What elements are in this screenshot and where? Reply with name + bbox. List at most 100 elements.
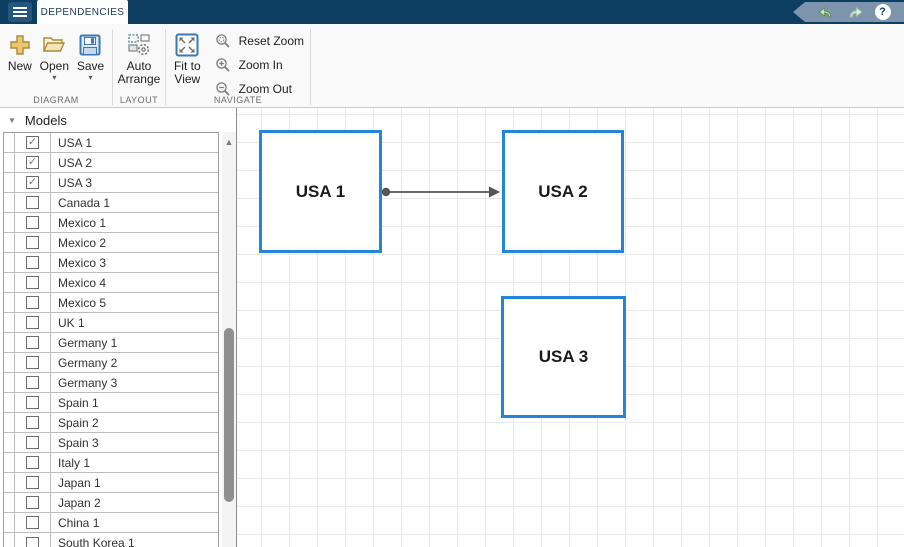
model-checkbox[interactable] — [26, 316, 39, 329]
row-header-cell[interactable] — [4, 373, 15, 392]
list-item[interactable]: Japan 1 — [4, 473, 218, 493]
open-dropdown-caret[interactable]: ▾ — [52, 73, 57, 82]
checkbox-cell[interactable] — [15, 313, 51, 332]
checkbox-cell[interactable] — [15, 433, 51, 452]
checkbox-cell[interactable] — [15, 473, 51, 492]
row-header-cell[interactable] — [4, 313, 15, 332]
model-checkbox[interactable] — [26, 416, 39, 429]
model-checkbox[interactable] — [26, 396, 39, 409]
checkbox-cell[interactable] — [15, 533, 51, 547]
list-item[interactable]: Spain 1 — [4, 393, 218, 413]
row-header-cell[interactable] — [4, 413, 15, 432]
model-checkbox[interactable] — [26, 436, 39, 449]
checkbox-cell[interactable] — [15, 193, 51, 212]
redo-button[interactable] — [846, 4, 864, 20]
model-checkbox[interactable] — [26, 536, 39, 547]
model-checkbox[interactable] — [26, 196, 39, 209]
list-item[interactable]: Mexico 2 — [4, 233, 218, 253]
help-button[interactable]: ? — [874, 4, 891, 20]
list-item[interactable]: Mexico 5 — [4, 293, 218, 313]
list-item[interactable]: ✓USA 3 — [4, 173, 218, 193]
reset-zoom-button[interactable]: Reset Zoom — [209, 30, 310, 52]
model-checkbox[interactable] — [26, 276, 39, 289]
diagram-node[interactable]: USA 2 — [502, 130, 624, 253]
list-item[interactable]: Mexico 4 — [4, 273, 218, 293]
checkbox-cell[interactable] — [15, 453, 51, 472]
open-button[interactable]: Open ▾ — [40, 31, 69, 83]
model-checkbox[interactable] — [26, 356, 39, 369]
tab-dependencies[interactable]: DEPENDENCIES — [37, 0, 128, 24]
checkbox-cell[interactable] — [15, 373, 51, 392]
model-checkbox[interactable]: ✓ — [26, 176, 39, 189]
checkbox-cell[interactable] — [15, 493, 51, 512]
list-item[interactable]: Japan 2 — [4, 493, 218, 513]
checkbox-cell[interactable]: ✓ — [15, 153, 51, 172]
checkbox-cell[interactable]: ✓ — [15, 133, 51, 152]
row-header-cell[interactable] — [4, 193, 15, 212]
model-checkbox[interactable] — [26, 476, 39, 489]
collapse-arrow-icon[interactable]: ▼ — [8, 115, 16, 125]
list-item[interactable]: Germany 2 — [4, 353, 218, 373]
save-dropdown-caret[interactable]: ▾ — [88, 73, 93, 82]
fit-to-view-button[interactable]: Fit to View — [166, 31, 208, 100]
list-item[interactable]: UK 1 — [4, 313, 218, 333]
list-item[interactable]: Mexico 3 — [4, 253, 218, 273]
model-checkbox[interactable] — [26, 216, 39, 229]
list-item[interactable]: ✓USA 1 — [4, 133, 218, 153]
model-checkbox[interactable]: ✓ — [26, 156, 39, 169]
list-item[interactable]: ✓USA 2 — [4, 153, 218, 173]
diagram-node[interactable]: USA 1 — [259, 130, 382, 253]
model-checkbox[interactable] — [26, 256, 39, 269]
row-header-cell[interactable] — [4, 353, 15, 372]
model-checkbox[interactable] — [26, 236, 39, 249]
model-checkbox[interactable] — [26, 496, 39, 509]
row-header-cell[interactable] — [4, 153, 15, 172]
checkbox-cell[interactable] — [15, 273, 51, 292]
list-item[interactable]: China 1 — [4, 513, 218, 533]
row-header-cell[interactable] — [4, 473, 15, 492]
checkbox-cell[interactable] — [15, 233, 51, 252]
checkbox-cell[interactable] — [15, 293, 51, 312]
checkbox-cell[interactable] — [15, 513, 51, 532]
checkbox-cell[interactable] — [15, 333, 51, 352]
list-item[interactable]: Mexico 1 — [4, 213, 218, 233]
model-checkbox[interactable] — [26, 336, 39, 349]
models-panel-header[interactable]: ▼ Models — [0, 108, 236, 132]
checkbox-cell[interactable] — [15, 253, 51, 272]
row-header-cell[interactable] — [4, 233, 15, 252]
row-header-cell[interactable] — [4, 533, 15, 547]
auto-arrange-button[interactable]: Auto Arrange — [113, 31, 165, 86]
row-header-cell[interactable] — [4, 433, 15, 452]
scrollbar-up-arrow-icon[interactable]: ▲ — [224, 137, 234, 147]
undo-button[interactable] — [817, 4, 835, 20]
checkbox-cell[interactable] — [15, 393, 51, 412]
model-checkbox[interactable]: ✓ — [26, 136, 39, 149]
list-item[interactable]: South Korea 1 — [4, 533, 218, 547]
list-item[interactable]: Canada 1 — [4, 193, 218, 213]
checkbox-cell[interactable] — [15, 213, 51, 232]
row-header-cell[interactable] — [4, 133, 15, 152]
scrollbar-thumb[interactable] — [224, 328, 234, 502]
new-button[interactable]: New — [8, 31, 32, 83]
checkbox-cell[interactable] — [15, 353, 51, 372]
model-checkbox[interactable] — [26, 296, 39, 309]
models-scrollbar[interactable]: ▲ — [222, 132, 236, 547]
row-header-cell[interactable] — [4, 253, 15, 272]
row-header-cell[interactable] — [4, 273, 15, 292]
row-header-cell[interactable] — [4, 513, 15, 532]
checkbox-cell[interactable] — [15, 413, 51, 432]
save-button[interactable]: Save ▾ — [77, 31, 104, 83]
model-checkbox[interactable] — [26, 456, 39, 469]
list-item[interactable]: Germany 1 — [4, 333, 218, 353]
zoom-out-button[interactable]: Zoom Out — [209, 78, 310, 100]
hamburger-menu-button[interactable] — [8, 2, 32, 22]
row-header-cell[interactable] — [4, 493, 15, 512]
zoom-in-button[interactable]: Zoom In — [209, 54, 310, 76]
list-item[interactable]: Spain 3 — [4, 433, 218, 453]
model-checkbox[interactable] — [26, 376, 39, 389]
row-header-cell[interactable] — [4, 393, 15, 412]
row-header-cell[interactable] — [4, 293, 15, 312]
row-header-cell[interactable] — [4, 173, 15, 192]
list-item[interactable]: Italy 1 — [4, 453, 218, 473]
